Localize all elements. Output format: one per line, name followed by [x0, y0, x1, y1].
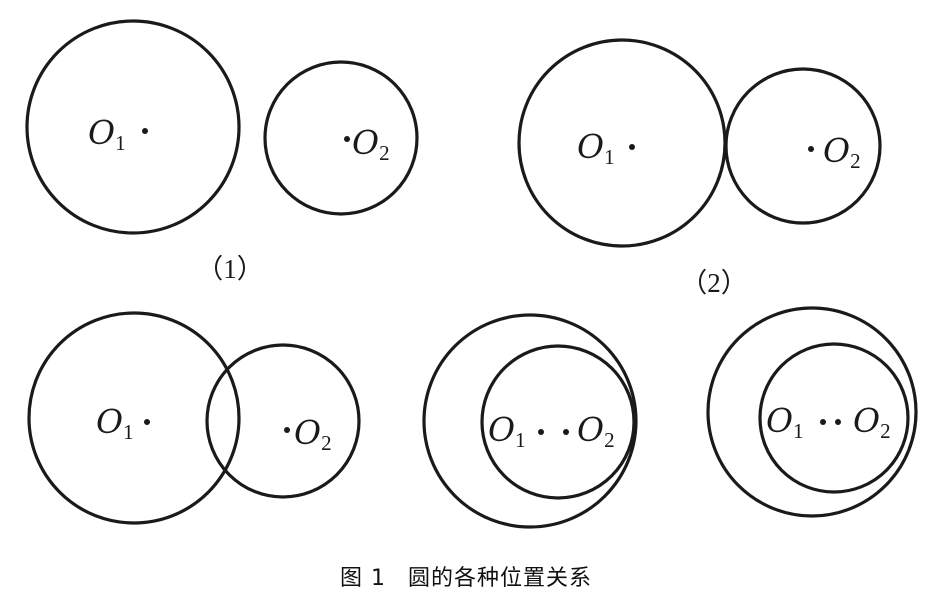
center-dot-o1 [629, 144, 635, 150]
center-dot-o2 [835, 419, 841, 425]
figure-caption: 图 1 圆的各种位置关系 [0, 560, 932, 592]
label-o1: O1 [766, 401, 804, 443]
label-o2: O2 [352, 123, 390, 165]
label-o2: O2 [823, 131, 861, 173]
circle-o1 [517, 38, 727, 248]
label-o2: O2 [853, 401, 891, 443]
center-dot-o1 [820, 419, 826, 425]
label-o2: O2 [294, 413, 332, 455]
circle-o2 [205, 343, 361, 499]
panel-separate: O1 O2 （1） [25, 19, 419, 284]
circle-o1 [27, 311, 241, 525]
panel-label-1: （1） [196, 254, 264, 284]
label-o1: O1 [488, 410, 526, 452]
panel-externally-tangent: O1 O2 （2） [517, 38, 882, 298]
center-dot-o2 [344, 136, 350, 142]
circle-o1 [25, 19, 241, 235]
circle-o1 [706, 306, 918, 518]
center-dot-o1 [144, 419, 150, 425]
label-o1: O1 [577, 127, 615, 169]
label-o1: O1 [96, 402, 134, 444]
center-dot-o2 [284, 427, 290, 433]
panel-label-2: （2） [680, 268, 748, 298]
center-dot-o2 [808, 146, 814, 152]
panel-contained: O1 O2 [706, 306, 918, 518]
panel-intersecting: O1 O2 [27, 311, 361, 525]
figure-title: 圆的各种位置关系 [407, 566, 592, 591]
circle-o2 [263, 60, 419, 216]
circle-o2 [724, 67, 882, 225]
figure-number: 图 1 [339, 566, 386, 591]
panel-internally-tangent: O1 O2 [422, 313, 638, 529]
circle-o2 [480, 344, 636, 500]
label-o2: O2 [577, 410, 615, 452]
center-dot-o2 [563, 429, 569, 435]
center-dot-o1 [142, 128, 148, 134]
center-dot-o1 [538, 429, 544, 435]
circle-o1 [422, 313, 638, 529]
circle-o2 [758, 342, 910, 494]
label-o1: O1 [88, 113, 126, 155]
